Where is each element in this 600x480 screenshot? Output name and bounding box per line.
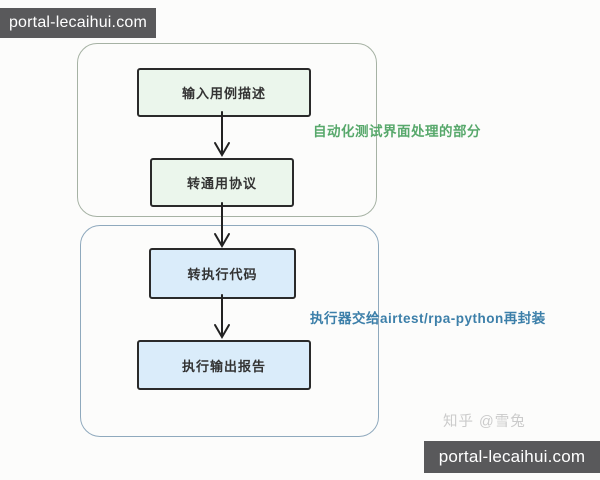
group-ui-part xyxy=(77,43,377,217)
node-to-exec-code-label: 转执行代码 xyxy=(187,267,258,282)
node-exec-report-label: 执行输出报告 xyxy=(181,358,266,374)
watermark-bar-top: portal-lecaihui.com xyxy=(0,8,156,38)
node-input-case-label: 输入用例描述 xyxy=(181,86,266,101)
group-executor-part xyxy=(80,225,379,437)
node-to-protocol: 转通用协议 xyxy=(150,158,294,207)
node-to-exec-code: 转执行代码 xyxy=(149,248,296,299)
annotation-executor-part: 执行器交给airtest/rpa-python再封装 xyxy=(310,311,546,326)
node-exec-report: 执行输出报告 xyxy=(137,340,311,390)
annotation-ui-part: 自动化测试界面处理的部分 xyxy=(313,124,481,139)
node-to-protocol-label: 转通用协议 xyxy=(186,176,257,191)
node-input-case: 输入用例描述 xyxy=(137,68,311,117)
watermark-text-top: portal-lecaihui.com xyxy=(8,14,148,31)
watermark-bar-bottom: portal-lecaihui.com xyxy=(424,441,600,473)
watermark-text-bottom: portal-lecaihui.com xyxy=(438,447,586,466)
zhihu-author-watermark: 知乎 @雪兔 xyxy=(443,414,526,430)
